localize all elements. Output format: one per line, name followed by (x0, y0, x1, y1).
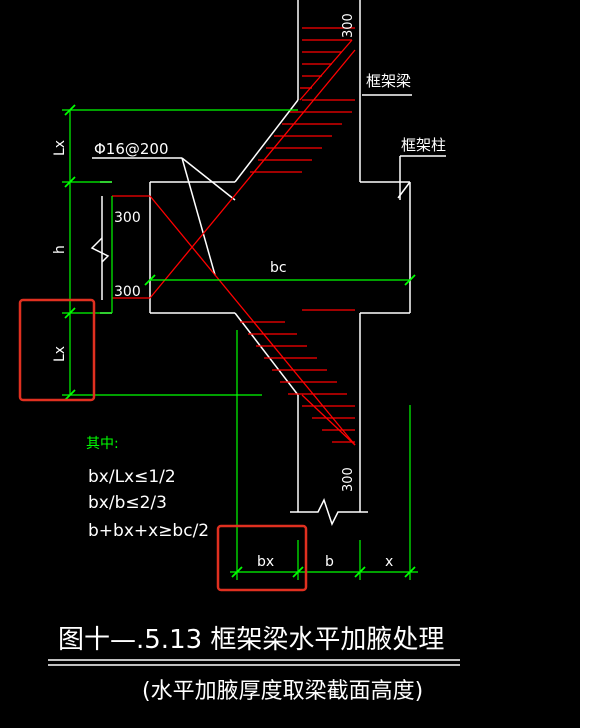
notes-heading: 其中: (86, 436, 119, 452)
haunch-slope-top (234, 99, 299, 183)
highlight-box-lx (18, 298, 96, 402)
haunch-slope-bottom (234, 312, 299, 396)
dim-bc: bc (270, 260, 287, 276)
figure-title: 图十—.5.13 框架梁水平加腋处理 (58, 625, 444, 655)
dim-300-top: 300 (341, 13, 356, 38)
lower-slope-rebar (301, 394, 356, 446)
dim-300-bottom: 300 (341, 467, 356, 492)
dim-300-left-lower: 300 (114, 284, 141, 300)
frame-beam-label: 框架梁 (366, 72, 411, 90)
haunch-detail-drawing: 框架梁 框架柱 Φ16@200 300 300 300 300 Lx h Lx … (18, 0, 460, 704)
highlight-box-bx (216, 524, 308, 592)
left-dim-ticks (64, 104, 76, 401)
dimension-lines (62, 104, 418, 580)
cad-drawing-canvas: 框架梁 框架柱 Φ16@200 300 300 300 300 Lx h Lx … (0, 0, 580, 728)
beam-column-outline (90, 0, 446, 526)
dim-bx: bx (257, 554, 274, 570)
note-line-2: bx/b≤2/3 (88, 493, 167, 513)
upper-slope-rebar (299, 39, 353, 101)
rebar-spec-label: Φ16@200 (94, 140, 169, 158)
bottom-dim-ticks (231, 566, 416, 578)
stirrups-bottom (240, 309, 355, 443)
diagonal-rebar-lower (149, 195, 356, 446)
figure-subtitle: (水平加腋厚度取梁截面高度) (142, 679, 423, 704)
note-line-3: b+bx+x≥bc/2 (88, 521, 209, 541)
dim-x: x (385, 554, 393, 570)
dim-h: h (52, 245, 68, 254)
left-break-line (90, 237, 110, 263)
stirrups-top (250, 27, 355, 173)
dim-300-left-upper: 300 (114, 210, 141, 226)
dim-b: b (325, 554, 334, 570)
rebar-group (112, 27, 356, 446)
dim-lx-bottom: Lx (52, 346, 68, 362)
bc-dim-ticks (144, 274, 416, 286)
dim-lx-top: Lx (52, 140, 68, 156)
beam-break-line (290, 498, 368, 526)
rebar-leader-a (181, 157, 216, 276)
rebar-leader-b (181, 157, 236, 201)
note-line-1: bx/Lx≤1/2 (88, 467, 176, 487)
diagonal-rebar-upper (149, 49, 356, 299)
frame-column-label: 框架柱 (401, 136, 446, 154)
